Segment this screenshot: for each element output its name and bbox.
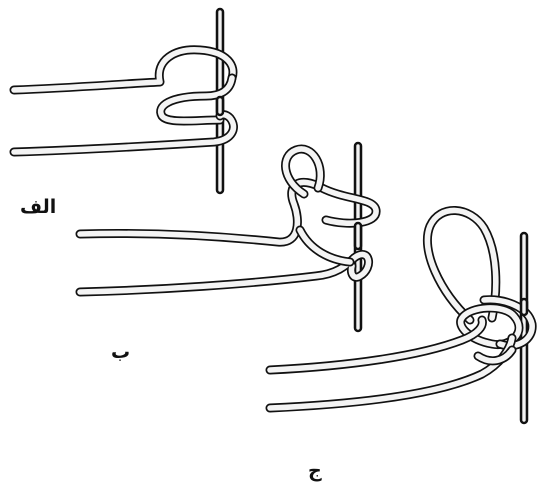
rope-loop-be: [286, 149, 321, 194]
rope-upper-jim: [270, 320, 482, 370]
label-be: ب: [111, 343, 130, 362]
label-alef: الف: [20, 198, 56, 217]
rope-lower-jim: [270, 338, 512, 408]
figure-be: [80, 146, 376, 328]
rope-upper-be: [80, 182, 376, 242]
label-jim: ج: [308, 462, 322, 481]
rope-upper-alef: [14, 50, 233, 121]
figure-alef: [14, 12, 233, 190]
